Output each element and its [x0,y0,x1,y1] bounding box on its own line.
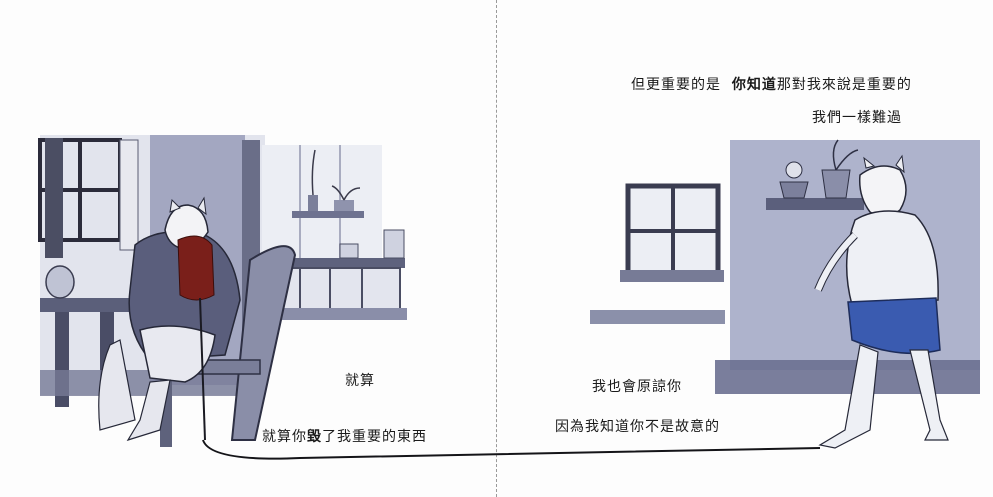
page-gutter-divider [496,0,497,497]
right-caption-3-text-end: 那對我來說是重要的 [776,77,912,93]
left-room-scene [38,135,407,447]
right-caption-3-emphasis: 你知道 [731,77,777,93]
left-caption-2: 就算你毀了我重要的東西 [262,430,427,444]
right-room-scene [590,139,980,449]
right-caption-3-text-start: 但更重要的是 [631,77,732,93]
right-caption-3: 但更重要的是 你知道那對我來說是重要的 [631,78,912,92]
thread-line [202,439,821,460]
left-caption-1: 就算 [345,373,375,389]
left-caption-2-text-end: 了我重要的東西 [322,429,427,445]
standing-wolf-character [814,154,949,449]
right-caption-4: 我們一樣難過 [812,110,902,126]
right-caption-2: 因為我知道你不是故意的 [555,419,720,435]
right-caption-1: 我也會原諒你 [592,379,682,395]
left-caption-2-text-start: 就算你 [262,429,307,445]
left-caption-2-emphasis: 毀 [307,429,322,445]
seated-wolf-character [98,196,241,442]
